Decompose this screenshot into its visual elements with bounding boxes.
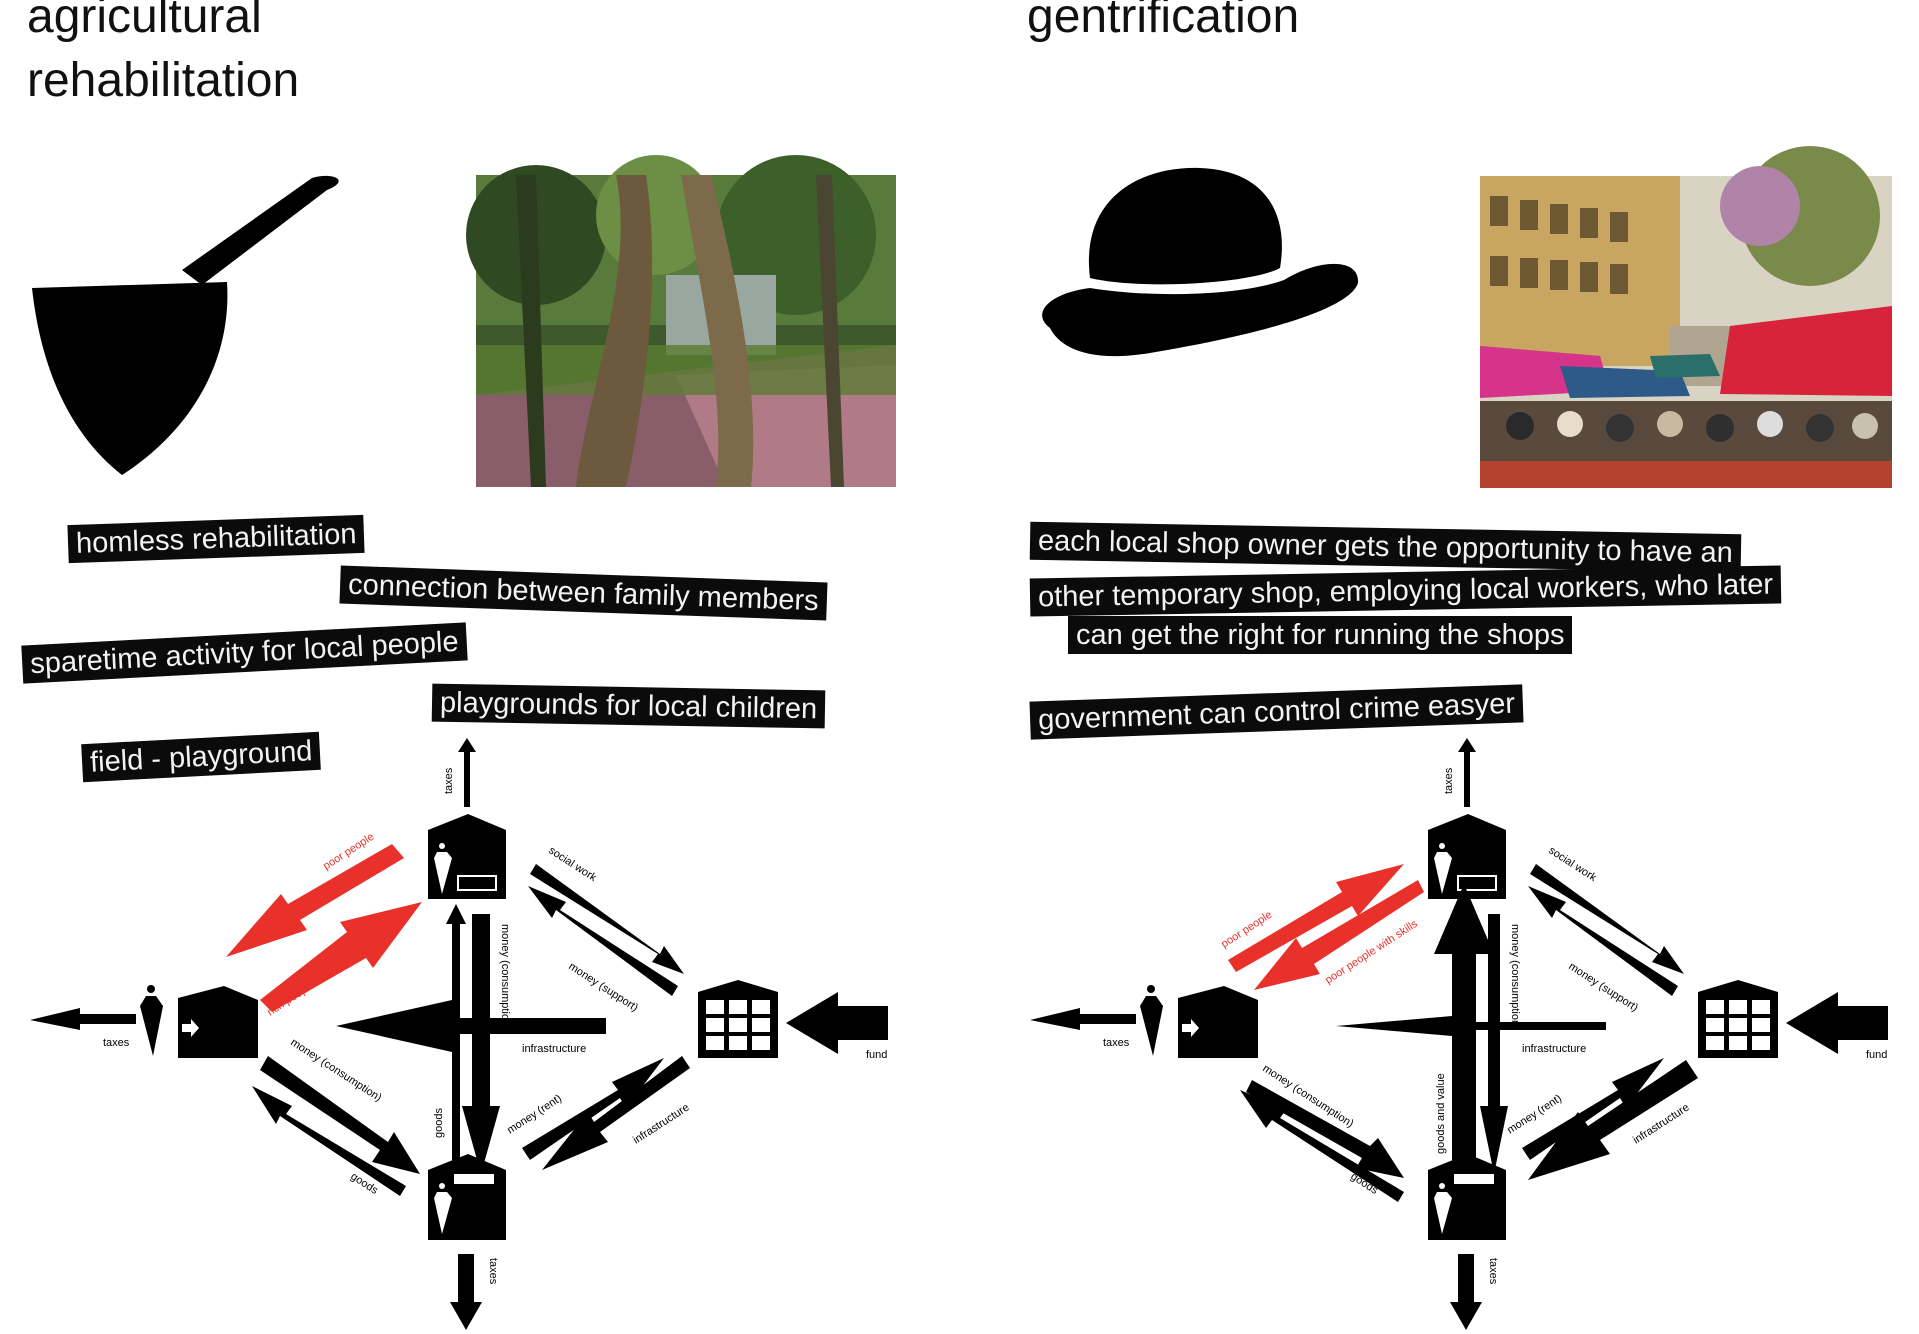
right-home-node (1140, 985, 1258, 1058)
left-title-line1: agricultural (27, 0, 262, 43)
right-taxes-up-arrow (1458, 738, 1476, 807)
right-tag-shop-owner: each local shop owner gets the opportuni… (1029, 521, 1742, 573)
right-label-taxes-top: taxes (1443, 767, 1455, 794)
right-fund-arrow (1786, 992, 1888, 1054)
left-label-infrastructure-h: infrastructure (522, 1043, 586, 1055)
right-label-goods-value: goods and value (1435, 1073, 1447, 1154)
right-tag-running-shops: can get the right for running the shops (1068, 616, 1573, 654)
right-label-fund: fund (1866, 1049, 1887, 1061)
left-fund-arrow (786, 992, 888, 1054)
left-label-fund: fund (866, 1049, 887, 1061)
right-poor-people-arrow (1228, 864, 1404, 972)
left-label-money-consumption-v: money (consumption) (499, 924, 511, 1030)
left-label-taxes-top: taxes (443, 767, 455, 794)
left-tag-sparetime: sparetime activity for local people (21, 622, 468, 684)
right-label-taxes-left: taxes (1103, 1037, 1130, 1049)
left-label-money-support: money (support) (566, 960, 640, 1014)
right-flow-diagram: taxes taxes taxes fund poor people poor … (1030, 738, 1888, 1330)
spade-icon (32, 175, 339, 475)
left-label-infrastructure-d: infrastructure (631, 1101, 691, 1146)
right-money-consumption-arrow (1246, 1080, 1404, 1178)
right-shop-node (1428, 1154, 1506, 1240)
right-taxes-left-arrow (1030, 1008, 1136, 1030)
left-shop-node (428, 1154, 506, 1240)
left-top-house-node (428, 814, 506, 899)
bowler-hat-icon (1042, 167, 1359, 357)
left-tag-family: connection between family members (339, 565, 828, 621)
right-tag-crime: government can control crime easyer (1029, 684, 1524, 740)
right-label-infrastructure-h: infrastructure (1522, 1043, 1586, 1055)
right-title: gentrification (1027, 0, 1300, 43)
left-money-support-arrow (528, 886, 678, 996)
orchard-photo (466, 155, 896, 487)
right-goods-arrow (1240, 1090, 1404, 1202)
left-social-work-arrow (530, 864, 684, 974)
right-label-money-consumption-v: money (consumption) (1509, 924, 1521, 1030)
left-label-taxes-bottom: taxes (487, 1258, 499, 1285)
right-money-rent-arrow (1522, 1058, 1664, 1160)
right-poor-people-skills-arrow (1254, 880, 1424, 990)
right-label-money-support: money (support) (1566, 960, 1640, 1014)
left-government-node (698, 980, 778, 1058)
right-top-house-node (1428, 814, 1506, 899)
left-taxes-left-arrow (30, 1008, 136, 1030)
right-infrastructure-h-arrow (1336, 1016, 1606, 1036)
right-money-support-arrow (1528, 886, 1678, 996)
left-vertical-consumption-arrow (462, 914, 500, 1174)
left-flow-diagram: taxes taxes taxes fund poor people rich … (30, 738, 888, 1330)
left-tag-playgrounds: playgrounds for local children (431, 683, 826, 729)
left-poor-people-arrow (226, 844, 404, 957)
left-rich-people-arrow (260, 902, 422, 1012)
right-label-taxes-bottom: taxes (1487, 1258, 1499, 1285)
left-taxes-down-arrow (450, 1254, 482, 1330)
left-taxes-up-arrow (458, 738, 476, 807)
left-home-node (140, 985, 258, 1058)
left-money-rent-arrow (522, 1058, 664, 1160)
left-title-line2: rehabilitation (27, 54, 300, 107)
street-market-photo (1480, 146, 1892, 488)
right-tag-temporary-shop: other temporary shop, employing local wo… (1029, 565, 1782, 617)
right-taxes-down-arrow (1450, 1254, 1482, 1330)
left-label-goods-v: goods (433, 1108, 445, 1138)
right-government-node (1698, 980, 1778, 1058)
left-infrastructure-d-arrow (542, 1056, 690, 1170)
right-vertical-consumption-arrow (1480, 914, 1508, 1174)
left-goods-arrow (252, 1086, 406, 1196)
left-money-consumption-arrow (260, 1056, 420, 1174)
right-infrastructure-d-arrow (1528, 1060, 1698, 1180)
left-tag-homeless: homless rehabilitation (67, 514, 366, 564)
left-infrastructure-h-arrow (336, 1000, 606, 1052)
right-social-work-arrow (1530, 864, 1684, 974)
left-label-taxes-left: taxes (103, 1037, 130, 1049)
